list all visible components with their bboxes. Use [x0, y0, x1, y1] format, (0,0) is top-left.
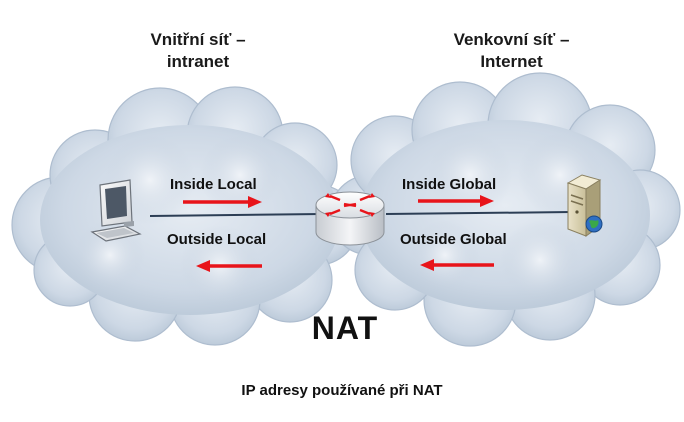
intranet-cloud — [11, 86, 359, 346]
internet-title-line2: Internet — [480, 52, 543, 71]
router-icon — [315, 191, 385, 246]
outside-local-arrow — [196, 260, 262, 272]
inside-global-arrow — [418, 195, 494, 207]
intranet-title-line2: intranet — [166, 52, 230, 71]
outside-global-label: Outside Global — [400, 231, 507, 248]
outside-local-label: Outside Local — [167, 231, 267, 248]
internet-link — [385, 211, 573, 215]
inside-local-label: Inside Local — [170, 176, 257, 193]
inside-local-arrow — [183, 196, 262, 208]
intranet-link — [149, 213, 323, 217]
computer-icon — [90, 179, 142, 242]
figure-caption: IP adresy používané při NAT — [241, 382, 443, 399]
internet-title-line1: Venkovní síť – — [453, 30, 570, 49]
internet-title: Venkovní síť – Internet — [424, 29, 599, 73]
intranet-title: Vnitřní síť – intranet — [118, 29, 278, 73]
nat-label: NAT — [311, 310, 379, 346]
outside-global-arrow — [420, 259, 494, 271]
server-icon — [566, 174, 603, 237]
intranet-title-line1: Vnitřní síť – — [150, 30, 246, 49]
inside-global-label: Inside Global — [402, 176, 497, 193]
